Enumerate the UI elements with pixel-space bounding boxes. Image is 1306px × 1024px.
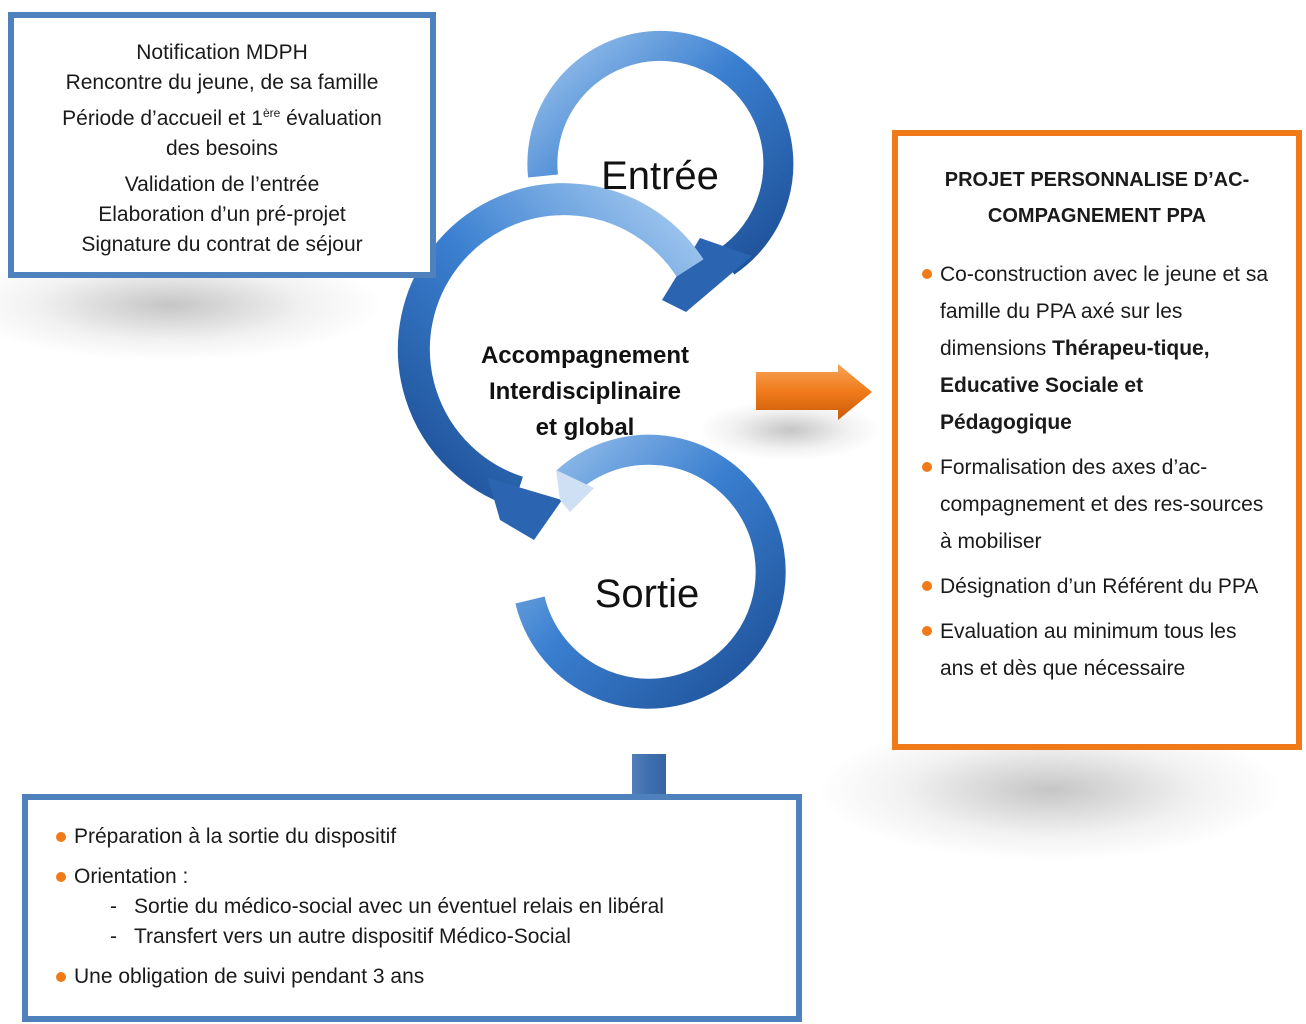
accompagnement-circular-arrow <box>397 183 704 540</box>
ppa-list-item: Co-construction avec le jeune et sa fami… <box>918 256 1276 441</box>
exit-item-text: Une obligation de suivi pendant 3 ans <box>74 965 425 988</box>
orange-right-arrow-icon <box>756 364 872 420</box>
ppa-box: PROJET PERSONNALISE D’AC- COMPAGNEMENT P… <box>892 130 1302 750</box>
orange-bullet-icon <box>922 626 932 636</box>
accompagnement-label: Accompagnement Interdisciplinaire et glo… <box>462 338 708 446</box>
orange-bullet-icon <box>922 269 932 279</box>
entry-step: des besoins <box>165 137 279 160</box>
accompagnement-line-1: Accompagnement <box>480 342 690 369</box>
orange-bullet-icon <box>56 832 66 842</box>
entree-label: Entrée <box>601 154 719 198</box>
entree-circular-arrow <box>527 30 794 312</box>
accompagnement-line-3: et global <box>535 414 635 441</box>
entry-step: Elaboration d’un pré-projet <box>98 203 346 226</box>
ppa-list-item: Formalisation des axes d’ac-compagnement… <box>918 449 1276 560</box>
exit-box: Préparation à la sortie du dispositif Or… <box>22 794 802 1022</box>
entry-step: Signature du contrat de séjour <box>81 233 363 256</box>
ppa-title-line-1: PROJET PERSONNALISE D’AC- <box>944 169 1250 191</box>
ppa-title: PROJET PERSONNALISE D’AC- COMPAGNEMENT P… <box>918 162 1276 234</box>
exit-sub-text: Transfert vers un autre dispositif Médic… <box>134 925 571 948</box>
orange-bullet-icon <box>922 581 932 591</box>
entry-steps-box: Notification MDPH Rencontre du jeune, de… <box>8 12 436 278</box>
exit-item-text: Préparation à la sortie du dispositif <box>74 825 397 848</box>
exit-sub-item: - Sortie du médico-social avec un éventu… <box>52 892 766 922</box>
ppa-item-text: Formalisation des axes d’ac-compagnement… <box>940 456 1264 553</box>
sortie-label: Sortie <box>594 572 700 616</box>
entry-step-text: évaluation <box>280 107 382 130</box>
entry-step-text: Période d’accueil et 1 <box>62 107 263 130</box>
orange-bullet-icon <box>56 972 66 982</box>
ppa-list-item: Désignation d’un Référent du PPA <box>918 568 1276 605</box>
entry-step: Période d’accueil et 1ère évaluation <box>24 104 420 134</box>
exit-sub-text: Sortie du médico-social avec un éventuel… <box>134 895 664 918</box>
entry-step: Validation de l’entrée <box>124 173 320 196</box>
ppa-list-item: Evaluation au minimum tous les ans et dè… <box>918 613 1276 687</box>
ppa-item-bold-text: Thérapeu-tique, Educative Sociale et Péd… <box>940 337 1210 434</box>
entry-step: Rencontre du jeune, de sa famille <box>65 71 379 94</box>
exit-list-item: Préparation à la sortie du dispositif <box>52 822 766 852</box>
ppa-title-line-2: COMPAGNEMENT PPA <box>987 205 1207 227</box>
dash-bullet: - <box>110 895 117 918</box>
entry-step-superscript: ère <box>262 106 281 120</box>
exit-list-item: Une obligation de suivi pendant 3 ans <box>52 962 766 992</box>
entry-step: Notification MDPH <box>136 41 308 64</box>
ppa-item-text: Désignation d’un Référent du PPA <box>940 575 1259 598</box>
exit-item-text: Orientation : <box>74 865 189 888</box>
sortie-circular-arrow <box>515 434 786 709</box>
accompagnement-line-2: Interdisciplinaire <box>488 378 682 405</box>
dash-bullet: - <box>110 925 117 948</box>
ppa-item-text: Co-construction avec le jeune et sa fami… <box>940 263 1269 360</box>
exit-list-item: Orientation : <box>52 862 766 892</box>
ppa-item-text: Evaluation au minimum tous les ans et dè… <box>940 620 1237 680</box>
orange-bullet-icon <box>922 462 932 472</box>
exit-sub-item: - Transfert vers un autre dispositif Méd… <box>52 922 766 952</box>
orange-bullet-icon <box>56 872 66 882</box>
